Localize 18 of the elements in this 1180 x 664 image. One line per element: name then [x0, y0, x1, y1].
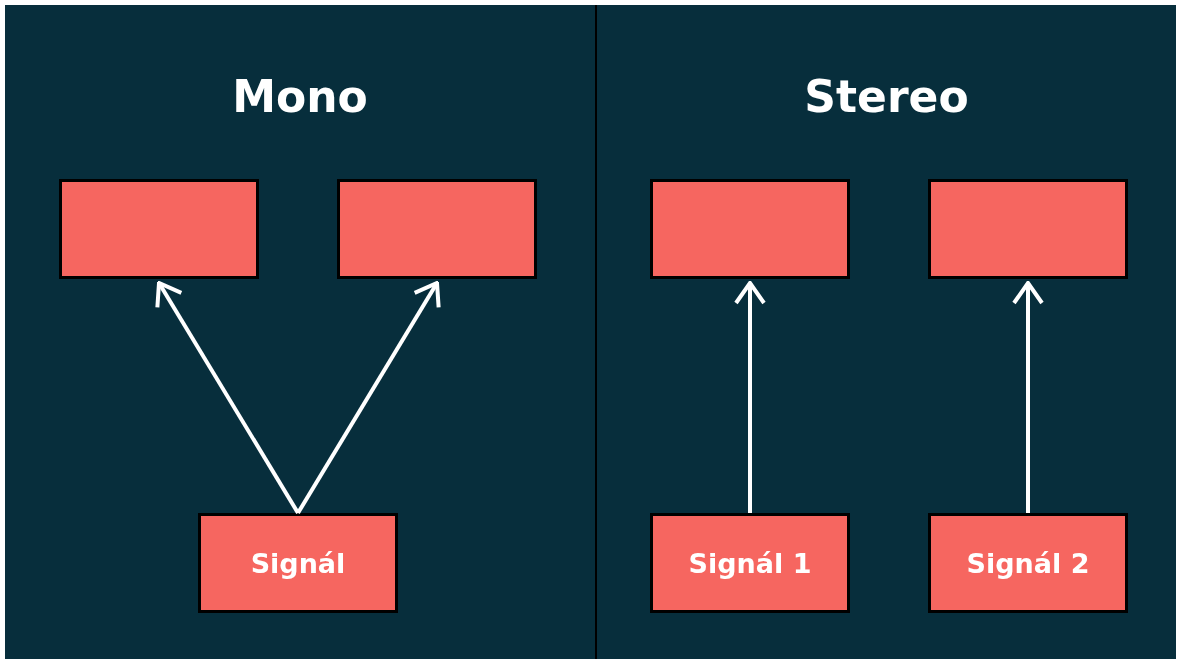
- box-label: Signál 2: [966, 547, 1090, 579]
- output-box: [59, 179, 259, 279]
- arrow: [734, 281, 766, 513]
- arrow: [1012, 281, 1044, 513]
- output-box: [928, 179, 1128, 279]
- panel-title: Mono: [232, 71, 368, 122]
- box-label: Signál 1: [688, 547, 812, 579]
- signal-box: [928, 513, 1128, 613]
- signal-box: [198, 513, 398, 613]
- output-box: [650, 179, 850, 279]
- output-box: [337, 179, 537, 279]
- arrow: [296, 281, 441, 515]
- box-label: Signál: [250, 547, 346, 579]
- panel-background: [5, 5, 595, 659]
- signal-box: [650, 513, 850, 613]
- arrow: [155, 281, 300, 515]
- panel-title: Stereo: [804, 71, 969, 122]
- panel-background: [597, 5, 1176, 659]
